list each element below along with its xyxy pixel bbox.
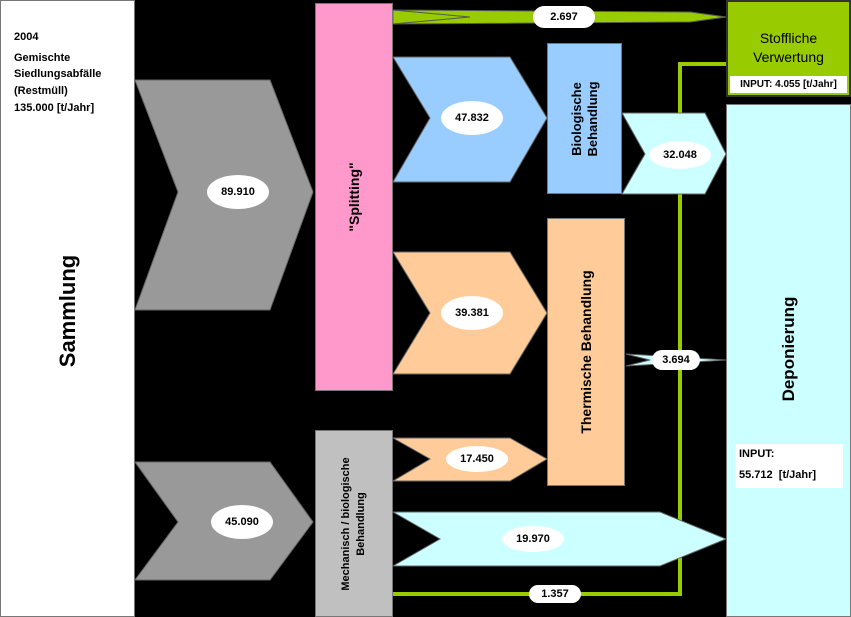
stoffliche-label-line2: Verwertung [753, 49, 824, 65]
flow-label-45090: 45.090 [211, 505, 273, 539]
flow-label-2697: 2.697 [533, 6, 595, 28]
source-amount: 135.000 [t/Jahr] [14, 102, 94, 114]
source-year: 2004 [14, 31, 39, 43]
deponie-label: Deponierung [779, 296, 798, 402]
bio-label-line1: Biologische [568, 81, 584, 156]
thermal-label: Thermische Behandlung [578, 270, 594, 434]
mbt-label: Mechanisch / biologische Behandlung [339, 457, 369, 590]
mbt-label-line1: Mechanisch / biologische [340, 456, 352, 591]
mbt-label-line2: Behandlung [355, 491, 367, 556]
deponie-input-amount: 55.712 [t/Jahr] [739, 469, 816, 481]
splitting-box: "Splitting" [315, 3, 393, 391]
stoffliche-label-line1: Stoffliche [759, 30, 818, 46]
deponie-input-label: INPUT: [739, 448, 775, 460]
source-line3: (Restmüll) [14, 85, 68, 97]
flow-label-19970: 19.970 [502, 526, 564, 552]
source-amount-value: 135.000 [14, 102, 54, 114]
flow-label-89910: 89.910 [207, 175, 269, 209]
mbt-box: Mechanisch / biologische Behandlung [315, 430, 393, 617]
thermal-box: Thermische Behandlung [547, 218, 625, 486]
deponie-input-box [735, 444, 843, 488]
bio-label-line2: Behandlung [584, 80, 600, 157]
flow-label-3694: 3.694 [652, 350, 700, 370]
source-amount-unit: [t/Jahr] [56, 102, 95, 114]
deponie-input-unit: [t/Jahr] [778, 469, 817, 481]
flow-label-39381: 39.381 [441, 296, 503, 330]
flow-label-1357: 1.357 [529, 585, 581, 603]
stoffliche-label: Stoffliche Verwertung [728, 29, 849, 67]
bio-box: Biologische Behandlung [547, 43, 622, 194]
flow-label-47832: 47.832 [441, 101, 503, 135]
source-line2: Siedlungsabfälle [14, 68, 102, 80]
deponie-box: Deponierung INPUT: 55.712 [t/Jahr] [726, 104, 851, 617]
bio-label: Biologische Behandlung [569, 81, 601, 156]
flow-label-32048: 32.048 [649, 141, 711, 169]
splitting-label: "Splitting" [346, 162, 362, 232]
sammlung-title: Sammlung [55, 254, 80, 368]
sammlung-box: 2004 Gemischte Siedlungsabfälle (Restmül… [0, 0, 135, 617]
flow-label-17450: 17.450 [446, 446, 508, 472]
source-line1: Gemischte [14, 52, 71, 64]
stoffliche-input: INPUT: 4.055 [t/Jahr] [730, 76, 847, 93]
deponie-input-value: 55.712 [739, 469, 773, 481]
stoffliche-box: Stoffliche Verwertung INPUT: 4.055 [t/Ja… [726, 0, 851, 97]
